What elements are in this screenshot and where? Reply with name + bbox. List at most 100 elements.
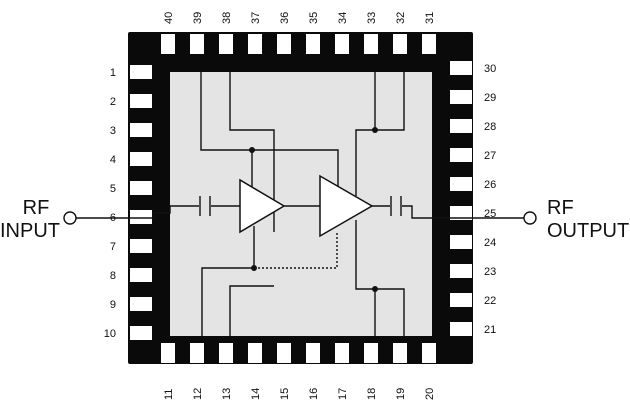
- input-capacitor-symbol: [199, 196, 211, 216]
- pin-number-label: 28: [484, 121, 496, 133]
- pad-pin-14: [248, 343, 262, 363]
- pad-pin-13: [219, 343, 233, 363]
- pin-number-label: 24: [484, 237, 496, 249]
- pad-pin-23: [450, 264, 472, 278]
- pad-pin-39: [190, 34, 204, 54]
- bottom-left-bias-line: [201, 226, 255, 336]
- package-pads: [130, 34, 472, 363]
- pin-number-label: 33: [366, 12, 378, 24]
- pin-number-label: 16: [308, 388, 320, 400]
- pin-number-label: 27: [484, 150, 496, 162]
- bias-line-pin38: [229, 72, 275, 232]
- pad-pin-17: [335, 343, 349, 363]
- pad-pin-37: [248, 34, 262, 54]
- rf-input-label-line2: INPUT: [0, 220, 60, 242]
- pin-number-label: 34: [337, 12, 349, 24]
- rf-output-label-line2: OUTPUT: [547, 220, 629, 242]
- bias-line-pin39: [200, 72, 339, 196]
- pad-pin-38: [219, 34, 233, 54]
- pad-pin-9: [130, 297, 152, 311]
- pad-pin-28: [450, 119, 472, 133]
- amplifier-stage-2-symbol: [319, 174, 374, 238]
- pad-pin-16: [306, 343, 320, 363]
- rf-input-port-terminal: [63, 211, 77, 225]
- pin-number-label: 22: [484, 295, 496, 307]
- rf-input-trace: [76, 205, 199, 219]
- die-area: [170, 72, 432, 336]
- junction-dot: [372, 127, 378, 133]
- pin-number-label: 29: [484, 92, 496, 104]
- pin-number-label: 3: [110, 125, 116, 137]
- junction-dot: [372, 286, 378, 292]
- pad-pin-36: [277, 34, 291, 54]
- bottom-right-bias-line: [355, 220, 376, 336]
- pin-number-label: 9: [110, 299, 116, 311]
- pad-pin-29: [450, 90, 472, 104]
- pad-pin-12: [190, 343, 204, 363]
- junction-dot: [251, 265, 257, 271]
- pad-pin-34: [335, 34, 349, 54]
- pin19-bias-line: [375, 288, 405, 336]
- pad-pin-26: [450, 177, 472, 191]
- pin32-bias-line: [375, 72, 405, 131]
- pad-pin-24: [450, 235, 472, 249]
- pin-number-label: 13: [221, 388, 233, 400]
- pin-number-label: 1: [110, 67, 116, 79]
- pin-number-label: 32: [395, 12, 407, 24]
- bottom-bias-line-13: [229, 285, 274, 336]
- top-right-bias-line: [355, 72, 376, 196]
- pin-number-label: 2: [110, 96, 116, 108]
- pin-number-label: 26: [484, 179, 496, 191]
- pin-number-label: 11: [163, 389, 175, 400]
- pad-pin-21: [450, 322, 472, 336]
- rf-output-port-terminal: [523, 211, 537, 225]
- pin-number-label: 12: [192, 388, 204, 400]
- rf-output-trace: [402, 205, 524, 219]
- pad-pin-11: [161, 343, 175, 363]
- output-capacitor-symbol: [390, 196, 402, 216]
- pin-number-label: 7: [110, 241, 116, 253]
- pad-pin-25: [450, 206, 472, 220]
- pad-pin-30: [450, 61, 472, 75]
- pin-number-label: 20: [424, 388, 436, 400]
- rf-output-label-line1: RF: [547, 197, 574, 219]
- pad-pin-4: [130, 152, 152, 166]
- pad-pin-40: [161, 34, 175, 54]
- pad-pin-6: [130, 210, 152, 224]
- pad-pin-2: [130, 94, 152, 108]
- pin-number-label: 38: [221, 12, 233, 24]
- pin-number-label: 36: [279, 12, 291, 24]
- pin-number-label: 14: [250, 388, 262, 400]
- pad-pin-35: [306, 34, 320, 54]
- pin-number-label: 30: [484, 63, 496, 75]
- pin-number-label: 5: [110, 183, 116, 195]
- pin-number-label: 15: [279, 388, 291, 400]
- pin-number-label: 25: [484, 208, 496, 220]
- pin-number-label: 23: [484, 266, 496, 278]
- pin-number-label: 18: [366, 388, 378, 400]
- pin-number-label: 8: [110, 270, 116, 282]
- pad-pin-1: [130, 65, 152, 79]
- pad-pin-7: [130, 239, 152, 253]
- pad-pin-22: [450, 293, 472, 307]
- rf-input-label-line1: RF: [23, 197, 50, 219]
- junction-dot: [249, 147, 255, 153]
- pad-pin-3: [130, 123, 152, 137]
- pin-number-label: 31: [424, 12, 436, 24]
- pad-pin-27: [450, 148, 472, 162]
- pad-pin-15: [277, 343, 291, 363]
- pad-pin-31: [422, 34, 436, 54]
- pin-number-label: 10: [104, 328, 116, 340]
- pad-pin-32: [393, 34, 407, 54]
- pad-pin-33: [364, 34, 378, 54]
- pad-pin-10: [130, 326, 152, 340]
- pad-pin-5: [130, 181, 152, 195]
- pin-number-label: 21: [484, 324, 496, 336]
- pad-pin-19: [393, 343, 407, 363]
- pad-pin-20: [422, 343, 436, 363]
- pin-number-label: 39: [192, 12, 204, 24]
- pad-pin-8: [130, 268, 152, 282]
- pin-number-label: 17: [337, 388, 349, 400]
- pin-number-label: 35: [308, 12, 320, 24]
